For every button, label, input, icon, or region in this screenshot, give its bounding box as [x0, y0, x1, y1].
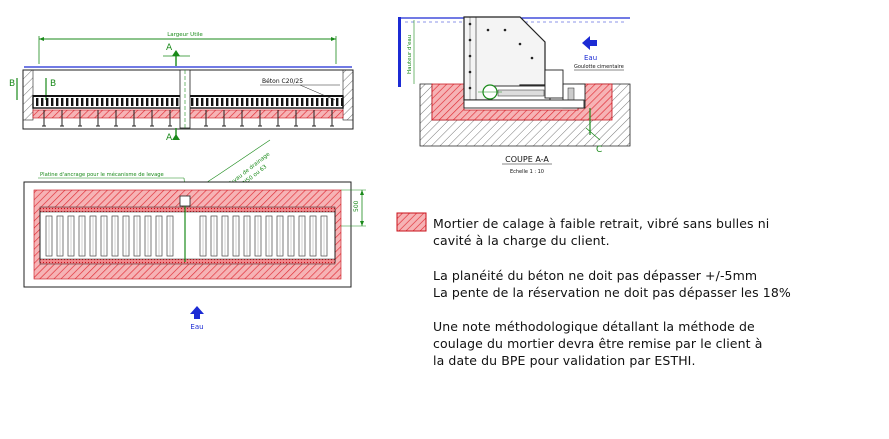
eau-label-section: Eau: [584, 54, 597, 62]
hauteur-eau-label: Hauteur d'eau: [407, 35, 413, 74]
housing-bolts: [468, 22, 534, 90]
methodo-line-3: la date du BPE pour validation par ESTHI…: [433, 353, 696, 368]
coupe-title: COUPE A-A: [505, 155, 549, 164]
water-flow-arrow-icon: [190, 306, 204, 319]
eau-label-plan: Eau: [190, 323, 203, 331]
methodo-line-1: Une note méthodologique détallant la mét…: [433, 319, 755, 334]
legend-line-1: Mortier de calage à faible retrait, vibr…: [433, 216, 770, 231]
section-a-marker-bottom: A: [166, 133, 173, 143]
anchor-bolts: [42, 110, 334, 127]
echelle-label: Echelle 1 : 10: [510, 169, 544, 175]
plan-view: Platine d'ancrage pour le mécanisme de l…: [23, 139, 366, 331]
mortar-legend-swatch: [396, 212, 427, 232]
largeur-utile-label: Largeur Utile: [167, 32, 203, 38]
methodo-line-2: coulage du mortier devra être remise par…: [433, 336, 763, 351]
section-b-marker-right: B: [50, 79, 56, 89]
dimension-500-label: 500: [353, 200, 360, 212]
section-a-marker-top: A: [166, 43, 173, 53]
mechanism-slats: [45, 215, 328, 257]
section-c-marker: C: [596, 145, 602, 155]
legend-line-2: cavité à la charge du client.: [433, 233, 610, 248]
section-view: Hauteur d'eau Eau Goulotte cimentaire C: [398, 16, 631, 175]
goulotte-label: Goulotte cimentaire: [574, 64, 624, 70]
elevation-view: Largeur Utile A B B Béton C20/25: [9, 32, 354, 143]
water-flow-arrow-section-icon: [582, 36, 597, 50]
beton-label: Béton C20/25: [262, 78, 303, 85]
drain-box-plan: [179, 195, 191, 207]
section-b-marker-left: B: [9, 79, 15, 89]
platine-label: Platine d'ancrage pour le mécanisme de l…: [40, 171, 164, 178]
mechanism-plate: [39, 209, 336, 263]
planeite-note: La planéité du béton ne doit pas dépasse…: [433, 268, 758, 283]
pente-note: La pente de la réservation ne doit pas d…: [433, 285, 791, 300]
